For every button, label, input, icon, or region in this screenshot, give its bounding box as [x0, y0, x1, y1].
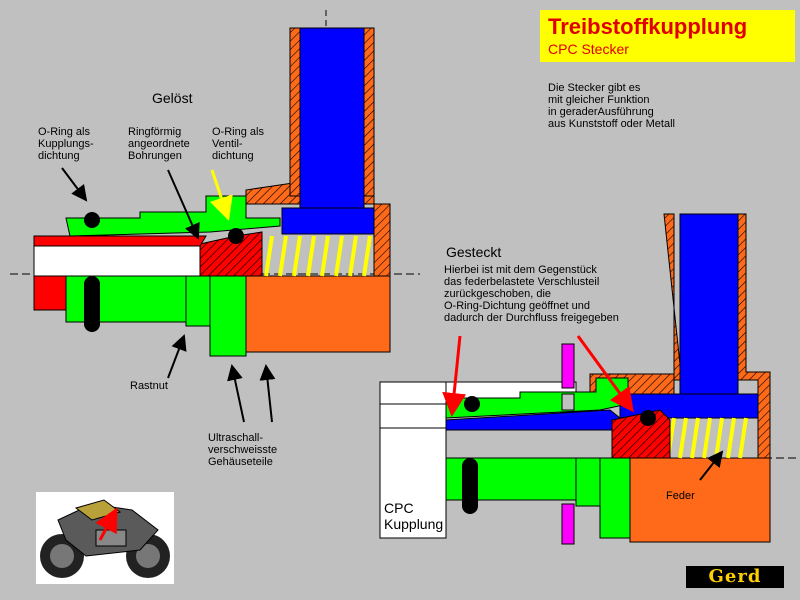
latch-pin-bottom	[462, 458, 478, 514]
arrow-spring	[699, 450, 724, 481]
oring-coupling-bottom	[464, 396, 480, 412]
label-oring-valve: O-Ring als Ventil- dichtung	[212, 126, 264, 162]
arrow-red-left	[442, 335, 467, 417]
label-plugged-desc: Hierbei ist mit dem Gegenstück das feder…	[444, 264, 619, 324]
label-cpc-coupling: CPC Kupplung	[384, 500, 444, 532]
logo: Gerd	[686, 566, 784, 588]
cpc-coupling-body	[379, 381, 447, 539]
housing-lower-top	[245, 275, 391, 353]
state-plugged-label: Gesteckt	[446, 244, 502, 260]
blue-channel-bottom	[679, 213, 739, 405]
label-groove: Rastnut	[130, 380, 168, 392]
blue-channel-top	[299, 27, 365, 221]
arrow-welded-2	[259, 364, 276, 423]
arrow-oring-valve	[209, 169, 233, 221]
housing-lower-bottom	[629, 457, 771, 543]
arrow-red-right	[576, 335, 634, 413]
magenta-pin-bottom	[561, 503, 575, 545]
magenta-pin-top	[561, 343, 575, 389]
spring-top	[264, 235, 372, 277]
label-oring-coupling: O-Ring als Kupplungs- dichtung	[38, 126, 94, 162]
variant-note: Die Stecker gibt es mit gleicher Funktio…	[548, 82, 675, 130]
oring-valve-top	[228, 228, 244, 244]
oring-valve-bottom	[640, 410, 656, 426]
latch-pin-top	[84, 276, 100, 332]
arrow-ring-bores	[167, 169, 200, 240]
label-spring: Feder	[666, 490, 695, 502]
oring-coupling-top	[84, 212, 100, 228]
title-box: Treibstoffkupplung CPC Stecker	[540, 10, 795, 62]
diagram-title: Treibstoffkupplung	[548, 14, 748, 39]
green-body-bottom	[445, 377, 629, 419]
label-ring-bores: Ringförmig angeordnete Bohrungen	[128, 126, 190, 162]
spring-bottom	[666, 417, 748, 459]
motorcycle-image	[36, 492, 174, 584]
arrow-welded-1	[227, 364, 245, 423]
arrow-oring-coupling	[61, 167, 88, 202]
state-released-label: Gelöst	[152, 90, 193, 106]
arrow-groove	[167, 334, 187, 379]
label-welded: Ultraschall- verschweisste Gehäuseteile	[208, 432, 278, 468]
diagram-subtitle: CPC Stecker	[548, 41, 629, 57]
released-connector	[33, 27, 391, 357]
plugged-connector	[379, 213, 800, 545]
